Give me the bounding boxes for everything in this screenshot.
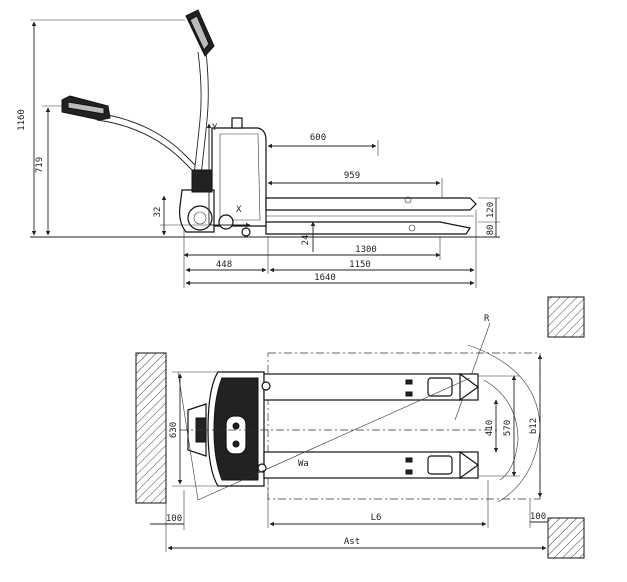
caster-wheel [218, 214, 234, 230]
dim-1160: 1160 [17, 109, 27, 131]
tiller-arm-lowered-back [96, 119, 193, 171]
fork-slot-3 [405, 457, 413, 463]
dim-80: 80 [486, 225, 496, 236]
drive-wheel [187, 205, 213, 231]
tiller-head [191, 169, 213, 193]
dim-b12: b12 [529, 418, 539, 434]
body-panel [219, 133, 261, 221]
tiller-arm-upright-back [200, 51, 209, 176]
dim-448: 448 [216, 260, 232, 270]
control-button-1 [232, 422, 240, 430]
tiller-arm-lowered [94, 112, 196, 166]
wa-label: Wa [298, 459, 309, 469]
dim-410: 410 [485, 420, 495, 436]
fork-tip-right [459, 450, 480, 480]
dim-959: 959 [344, 171, 360, 181]
fork-upper [265, 197, 477, 211]
dim-1300: 1300 [355, 245, 377, 255]
radius-leader [454, 322, 491, 421]
dim-120: 120 [486, 202, 496, 218]
dim-630: 630 [169, 422, 179, 438]
dim-24: 24 [301, 235, 311, 246]
wall-left [135, 352, 167, 504]
dim-ast: Ast [344, 537, 360, 547]
dim-570: 570 [503, 420, 513, 436]
load-roller-left [427, 377, 453, 397]
body-top-knob [231, 117, 243, 129]
load-roller-right [427, 455, 453, 475]
rear-wheel [241, 227, 251, 237]
truck-body [211, 127, 267, 227]
tiller-arm-upright [193, 51, 202, 176]
dim-600: 600 [310, 133, 326, 143]
fork-roller-2 [408, 224, 416, 232]
side-view: Y X 1160 719 600 959 32 24 1300 448 [17, 9, 500, 288]
dim-32: 32 [153, 207, 163, 218]
dim-100-left: 100 [166, 514, 182, 524]
tiller-grip-upright [189, 15, 210, 51]
drive-wheel-hub [193, 211, 207, 225]
fork-slot-1 [405, 379, 413, 385]
pallet-outline [267, 352, 541, 500]
fork-slot-2 [405, 391, 413, 397]
fork-lower [265, 221, 471, 235]
dim-1640: 1640 [314, 273, 336, 283]
turning-arc-inner [483, 379, 519, 481]
wall-top-right [547, 296, 585, 338]
control-button-2 [232, 440, 240, 448]
fork-slot-4 [405, 469, 413, 475]
caster-top-left [261, 381, 271, 391]
dim-1150: 1150 [349, 260, 371, 270]
fork-roller-1 [404, 196, 412, 204]
dim-100-right: 100 [530, 512, 546, 522]
x-axis-label: X [236, 205, 242, 215]
y-axis-label: Y [212, 123, 218, 133]
dim-l6: L6 [371, 513, 382, 523]
wa-line [197, 377, 471, 501]
top-view: R Wa 630 410 5 [135, 296, 585, 559]
wall-bottom-right [547, 517, 585, 559]
caster-top-right [257, 463, 267, 473]
control-panel [225, 415, 247, 455]
tiller-grip-lowered [67, 101, 105, 115]
radius-label: R [484, 314, 490, 324]
dim-719: 719 [35, 157, 45, 173]
